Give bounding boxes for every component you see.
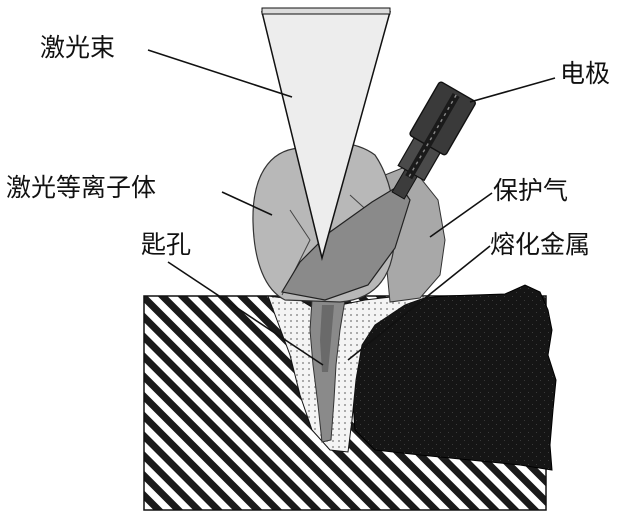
weld-bead [351, 284, 557, 471]
label-keyhole: 匙孔 [141, 230, 191, 259]
laser-beam [261, 7, 391, 261]
leader-shielding-gas [429, 192, 493, 238]
label-shielding-gas: 保护气 [493, 176, 568, 205]
label-laser-beam: 激光束 [40, 33, 115, 62]
label-electrode: 电极 [560, 59, 610, 88]
keyhole-core [320, 305, 334, 372]
leader-molten-metal [347, 245, 491, 361]
label-molten-metal: 熔化金属 [490, 230, 590, 259]
leader-laser-plasma [221, 191, 273, 216]
leader-laser-beam [147, 49, 293, 98]
leader-lines [147, 49, 556, 366]
arc-cone [281, 184, 411, 301]
label-laser-plasma: 激光等离子体 [6, 173, 156, 202]
electrode-torch [391, 81, 476, 200]
leader-electrode [469, 77, 556, 103]
leader-keyhole [167, 261, 324, 366]
